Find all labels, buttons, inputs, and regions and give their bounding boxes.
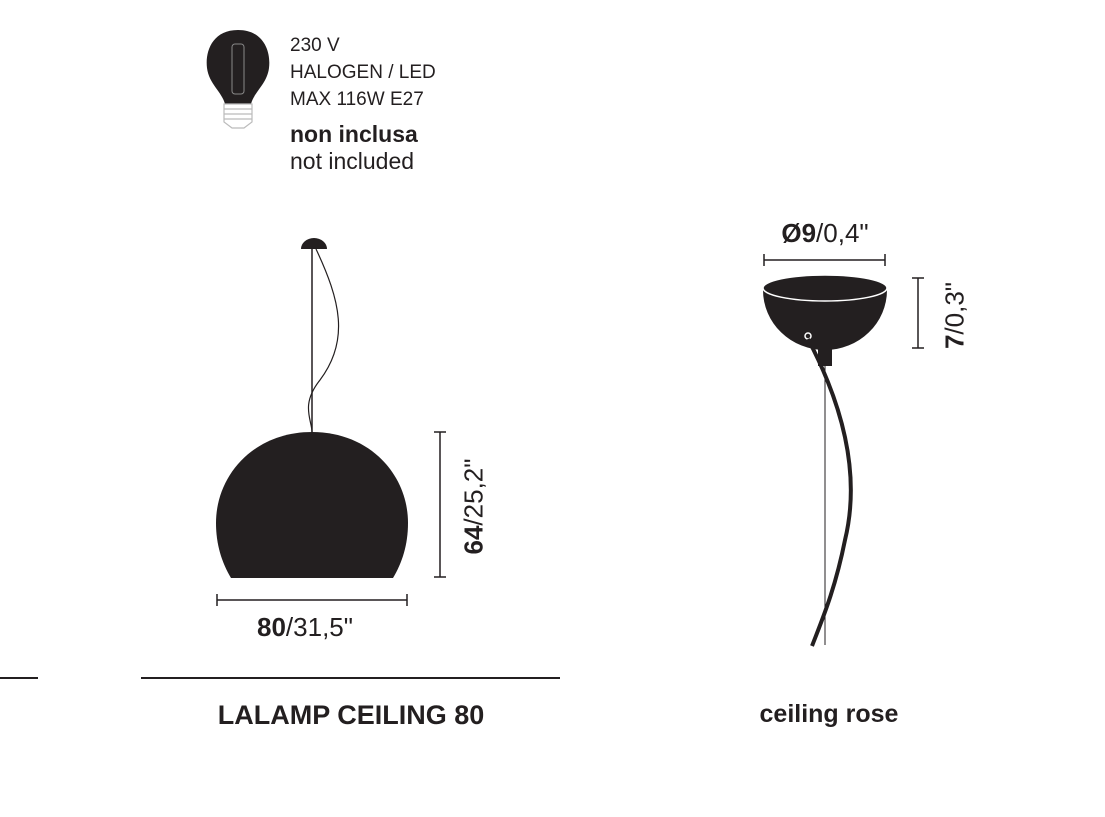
lamp-width-label: 80/31,5" bbox=[257, 612, 353, 643]
rose-diameter-dimension bbox=[763, 254, 886, 266]
lamp-height-label: 64/25,2" bbox=[459, 437, 490, 577]
bulb-max: MAX 116W E27 bbox=[290, 89, 424, 110]
lamp-drawing bbox=[216, 238, 408, 578]
lamp-height-inches: /25,2" bbox=[458, 458, 489, 526]
rose-diameter-value: Ø9 bbox=[781, 218, 817, 248]
ceiling-rose-title: ceiling rose bbox=[759, 700, 899, 728]
rose-diameter-inches: /0,4" bbox=[816, 218, 869, 248]
lamp-width-inches: /31,5" bbox=[285, 612, 353, 642]
lamp-width-value: 80 bbox=[257, 612, 286, 642]
lamp-width-dimension bbox=[216, 594, 408, 606]
lamp-height-dimension bbox=[434, 431, 446, 578]
rose-height-inches: /0,3" bbox=[939, 281, 970, 335]
rose-diameter-label: Ø9/0,4" bbox=[765, 218, 885, 249]
bulb-icon bbox=[206, 30, 270, 129]
rose-height-label: 7/0,3" bbox=[940, 266, 971, 366]
lamp-height-value: 64 bbox=[458, 525, 489, 555]
bulb-note-it: non inclusa bbox=[290, 121, 418, 147]
product-title: LALAMP CEILING 80 bbox=[217, 700, 485, 730]
bulb-voltage: 230 V bbox=[290, 35, 340, 56]
bulb-note-en: not included bbox=[290, 148, 415, 174]
ceiling-rose-drawing bbox=[762, 274, 888, 647]
rose-height-dimension bbox=[912, 277, 924, 349]
bulb-type: HALOGEN / LED bbox=[290, 62, 436, 83]
rose-height-value: 7 bbox=[939, 334, 970, 350]
